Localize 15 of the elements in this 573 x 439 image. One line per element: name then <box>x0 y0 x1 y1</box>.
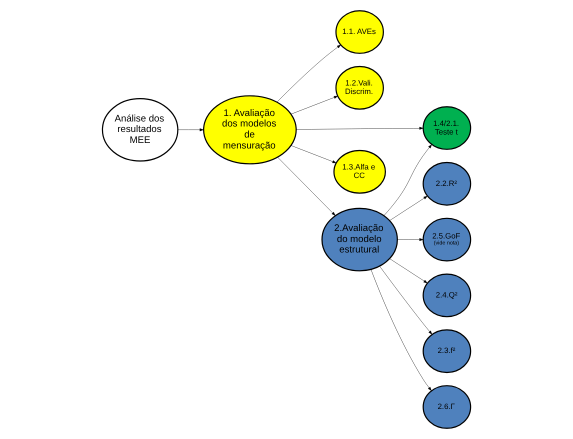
arrow <box>389 196 428 221</box>
arrow <box>379 266 432 335</box>
arrow <box>389 258 428 284</box>
arrow <box>277 157 336 216</box>
arrow <box>397 238 424 242</box>
arrow <box>276 44 341 102</box>
arrow <box>296 126 424 130</box>
arrow <box>370 269 432 391</box>
arrow <box>290 145 336 164</box>
arrow <box>290 96 338 114</box>
node-ellipse: 2.Avaliação do modelo estrutural <box>321 208 398 272</box>
arrow <box>178 128 204 132</box>
node-ellipse: Análise dos resultados MEE <box>102 98 178 162</box>
node-ellipse: 1. Avaliação dos modelos de mensuração <box>203 95 297 164</box>
arrow <box>384 144 432 216</box>
